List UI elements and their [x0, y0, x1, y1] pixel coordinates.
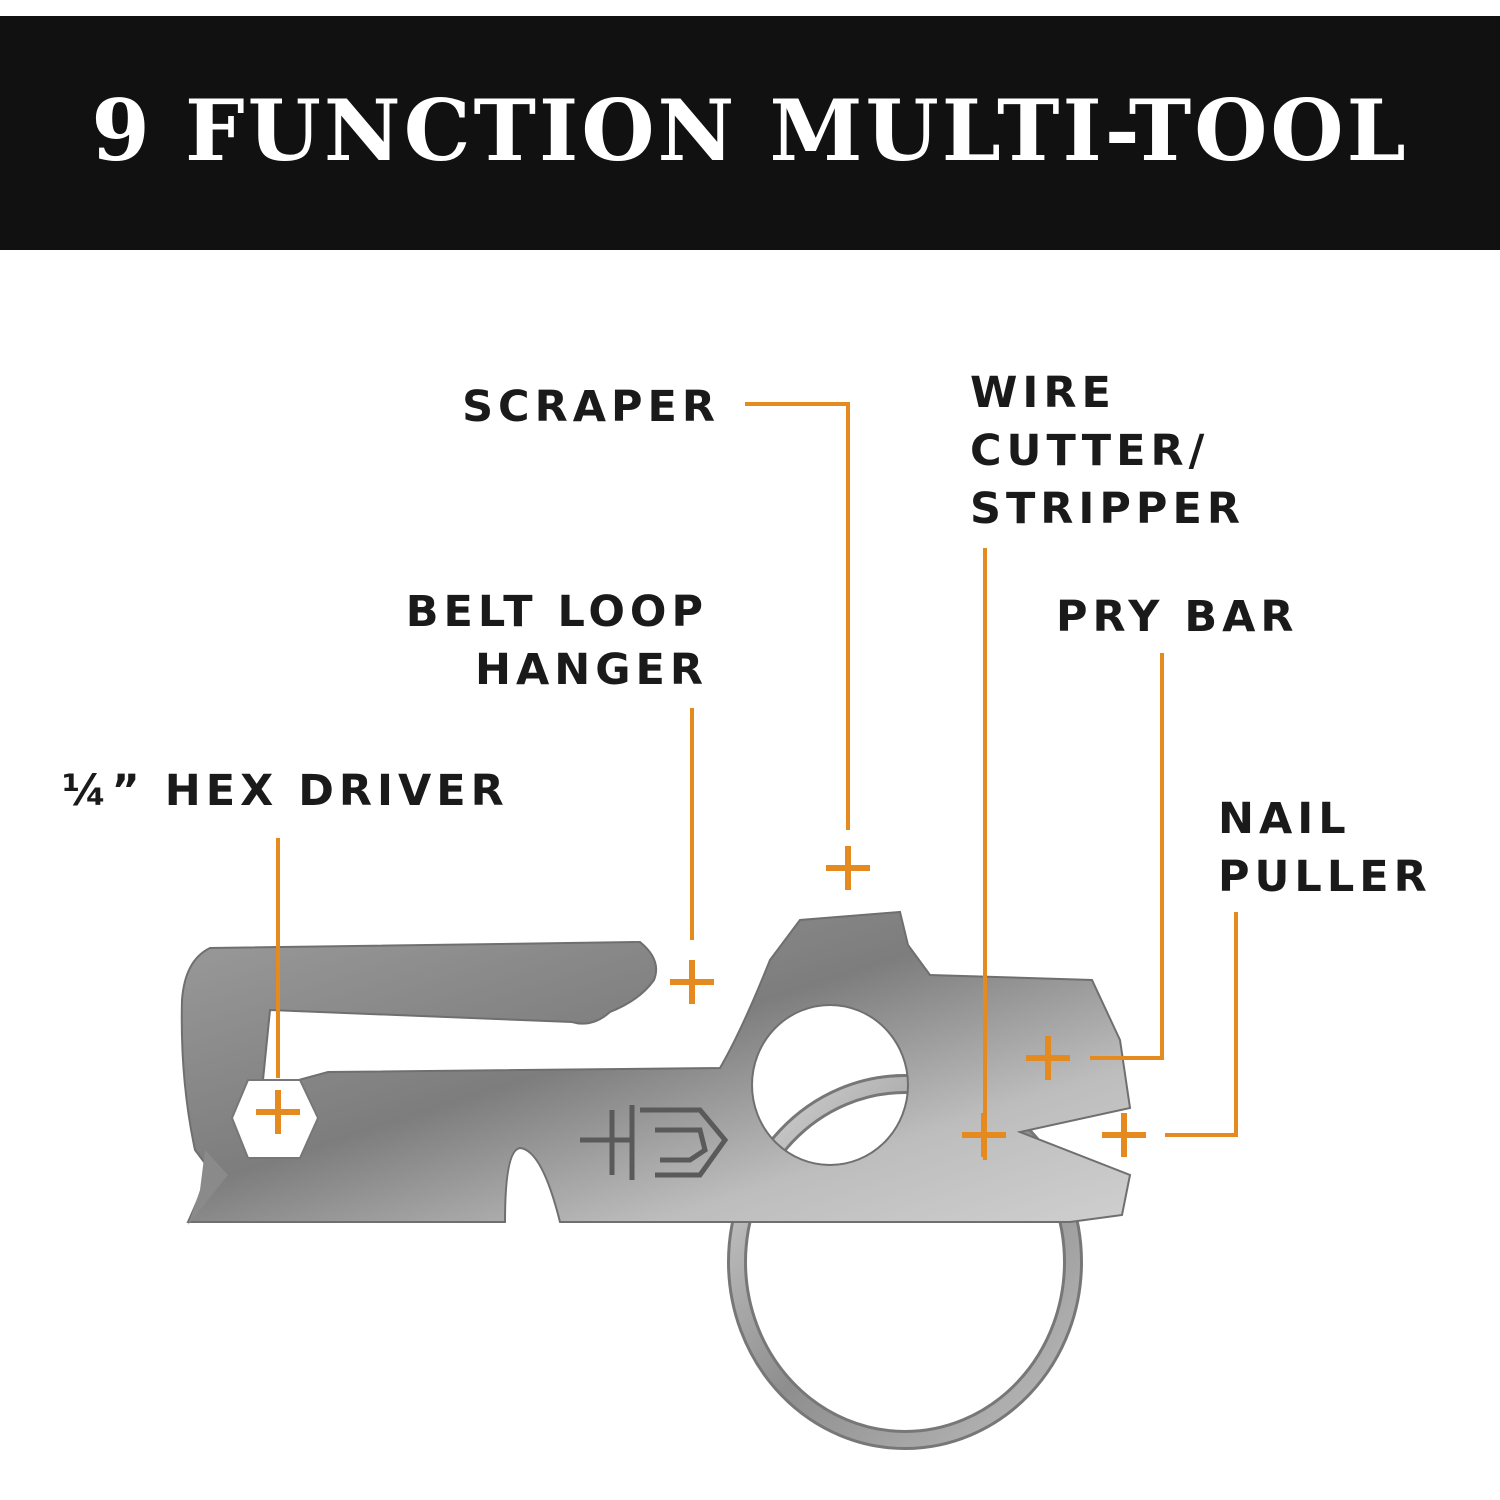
leader-nail-puller	[1165, 912, 1238, 1137]
plus-marker-wire-cutter	[962, 1113, 1006, 1157]
plus-marker-pry-bar	[1026, 1036, 1070, 1080]
tool-spike	[188, 1150, 228, 1225]
label-hex-driver: ¼” HEX DRIVER	[62, 766, 509, 816]
leader-lines	[276, 402, 1238, 1160]
leader-pry-bar	[1090, 653, 1164, 1060]
plus-marker-nail-puller	[1102, 1113, 1146, 1157]
title-banner: 9 FUNCTION MULTI-TOOL	[0, 16, 1500, 250]
brand-logo	[580, 1105, 729, 1180]
label-belt-loop-hanger: BELT LOOP HANGER	[405, 587, 708, 695]
leader-scraper	[745, 402, 850, 830]
label-nail-puller: NAIL PULLER	[1218, 794, 1432, 902]
label-scraper: SCRAPER	[462, 382, 720, 432]
plus-marker-belt-loop	[670, 960, 714, 1004]
label-wire-cutter-stripper: WIRE CUTTER/ STRIPPER	[970, 368, 1245, 534]
label-pry-bar: PRY BAR	[1056, 592, 1299, 642]
key-ring-highlight	[730, 1077, 1080, 1447]
plus-marker-hex-driver	[256, 1090, 300, 1134]
plus-markers	[256, 846, 1146, 1157]
page-title: 9 FUNCTION MULTI-TOOL	[91, 80, 1409, 180]
tool-body	[180, 910, 1132, 1223]
plus-marker-scraper	[826, 846, 870, 890]
